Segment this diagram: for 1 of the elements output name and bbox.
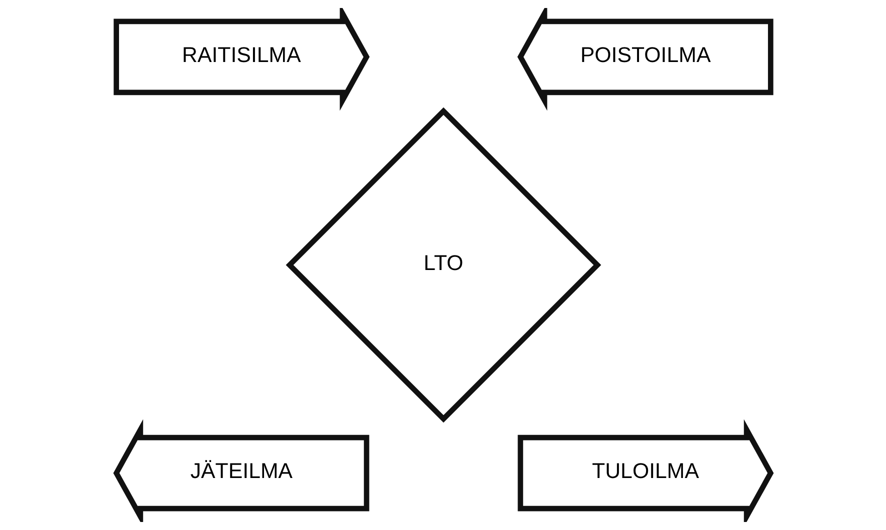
node-diamond: LTO xyxy=(285,107,601,423)
